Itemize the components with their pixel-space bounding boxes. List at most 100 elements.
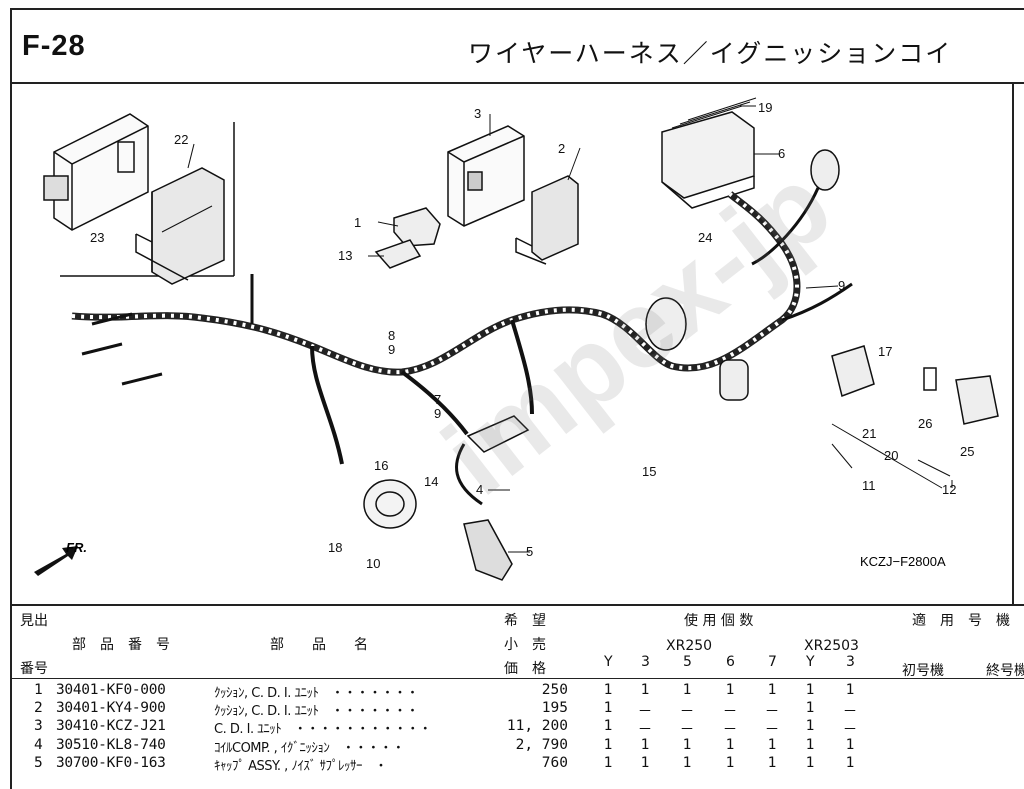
retail-price: 195 [541, 700, 568, 717]
header-tekiyo: 適 用 号 機 [912, 613, 1010, 629]
part-name: ｺｲﾙCOMP. , ｲｸﾞﾆｯｼｮﾝ ・・・・・ [214, 740, 405, 756]
quantity-cell: 1 [767, 682, 777, 698]
part-name: ｷｬｯﾌﾟ ASSY. , ﾉｲｽﾞ ｻﾌﾟﾚｯｻｰ ・ [214, 758, 388, 774]
callout-9: 9 [838, 278, 845, 293]
quantity-cell: 1 [725, 736, 735, 753]
part-13-connector [374, 239, 422, 269]
header-sub-5: 5 [683, 654, 692, 670]
callout-3: 3 [474, 106, 481, 121]
retail-price: 250 [541, 682, 568, 698]
header-sub-y2: Y [806, 654, 815, 670]
quantity-cell: 1 [603, 700, 613, 717]
parts-diagram: 1 2 3 4 5 6 7 8 9 10 11 12 13 14 15 16 1… [34, 97, 999, 581]
quantity-cell: 1 [767, 736, 777, 753]
part-3-cdi-unit [447, 125, 525, 227]
retail-price: 11, 200 [506, 718, 568, 735]
callout-15: 15 [642, 464, 656, 479]
quantity-cell: 1 [640, 754, 650, 771]
callout-18: 18 [328, 540, 342, 555]
callout-19: 19 [758, 100, 772, 115]
header-part-no: 部 品 番 号 [72, 637, 170, 653]
callout-16: 16 [374, 458, 388, 473]
right-column-border [1012, 84, 1014, 604]
part-6-regulator [661, 97, 757, 209]
header-divider-bottom [10, 678, 1024, 679]
part-22-cushion [135, 167, 225, 285]
header-sub-6: 6 [726, 654, 735, 670]
header-last: 終号機 [986, 663, 1024, 679]
callout-22: 22 [174, 132, 188, 147]
callout-9a: 9 [388, 342, 395, 357]
header-kakaku: 価 格 [504, 661, 546, 677]
diagram-code: KCZJ−F2800A [860, 554, 946, 569]
table-top-border [10, 604, 1024, 606]
quantity-cell: 1 [845, 682, 855, 698]
part-number: 30700-KF0-163 [56, 754, 166, 771]
quantity-cell: 1 [603, 754, 613, 771]
callout-17: 17 [878, 344, 892, 359]
svg-text:FR.: FR. [66, 540, 87, 555]
quantity-cell: 1 [640, 682, 650, 698]
row-number: 1 [34, 682, 43, 698]
row-number: 5 [34, 754, 43, 771]
part-number: 30410-KCZ-J21 [56, 718, 166, 735]
callout-2: 2 [558, 141, 565, 156]
callout-5: 5 [526, 544, 533, 559]
callout-11: 11 [862, 478, 876, 493]
table-row: 1 30401-KF0-000 ｸｯｼｮﾝ, C. D. I. ﾕﾆｯﾄ ・・・・・… [0, 682, 1024, 701]
quantity-cell: 1 [845, 754, 855, 771]
header-bango: 番号 [20, 661, 48, 677]
quantity-cell: 1 [603, 736, 613, 753]
callout-7: 7 [434, 392, 441, 407]
callout-24: 24 [698, 230, 712, 245]
header-divider [10, 82, 1024, 84]
callout-12: 12 [942, 482, 956, 497]
quantity-cell: － [679, 722, 695, 739]
header-sub-3b: 3 [846, 654, 855, 670]
callout-23: 23 [90, 230, 104, 245]
quantity-cell: 1 [603, 682, 613, 698]
retail-price: 2, 790 [515, 736, 568, 753]
part-2-cushion [515, 175, 579, 265]
quantity-cell: 1 [805, 754, 815, 771]
quantity-cell: 1 [725, 682, 735, 698]
callout-9b: 9 [434, 406, 441, 421]
row-number: 2 [34, 700, 43, 717]
part-name: C. D. I. ﾕﾆｯﾄ ・・・・・・・・・・・ [214, 722, 432, 738]
quantity-cell: 1 [682, 736, 692, 753]
header-kouri: 小 売 [504, 637, 546, 653]
header-sub-7: 7 [768, 654, 777, 670]
callout-10: 10 [366, 556, 380, 571]
quantity-cell: － [679, 704, 695, 721]
quantity-cell: 1 [805, 736, 815, 753]
part-4-ignition-coil [466, 415, 530, 453]
header-shiyo: 使 用 個 数 [684, 613, 754, 629]
part-name: ｸｯｼｮﾝ, C. D. I. ﾕﾆｯﾄ ・・・・・・・ [214, 686, 419, 701]
table-row: 5 30700-KF0-163 ｷｬｯﾌﾟ ASSY. , ﾉｲｽﾞ ｻﾌﾟﾚｯｻｰ… [0, 754, 1024, 774]
quantity-cell: － [764, 704, 780, 721]
quantity-cell: 1 [725, 754, 735, 771]
quantity-cell: － [842, 704, 858, 721]
callout-6: 6 [778, 146, 785, 161]
quantity-cell: 1 [805, 718, 815, 735]
part-number: 30401-KY4-900 [56, 700, 166, 717]
quantity-cell: － [637, 704, 653, 721]
part-1-cushion [393, 207, 441, 247]
retail-price: 760 [541, 754, 568, 771]
page-title: ワイヤーハーネス／イグニッションコイ [468, 39, 953, 68]
part-number: 30401-KF0-000 [56, 682, 166, 698]
quantity-cell: － [764, 722, 780, 739]
quantity-cell: － [722, 704, 738, 721]
quantity-cell: 1 [682, 682, 692, 698]
row-number: 4 [34, 736, 43, 753]
page-frame [10, 8, 1024, 789]
header-model-xr250: XR250 [666, 638, 713, 654]
callout-25: 25 [960, 444, 974, 459]
page-code: F-28 [22, 30, 86, 62]
quantity-cell: － [637, 722, 653, 739]
callout-20: 20 [884, 448, 898, 463]
callout-14: 14 [424, 474, 438, 489]
part-number: 30510-KL8-740 [56, 736, 166, 753]
callout-13: 13 [338, 248, 352, 263]
